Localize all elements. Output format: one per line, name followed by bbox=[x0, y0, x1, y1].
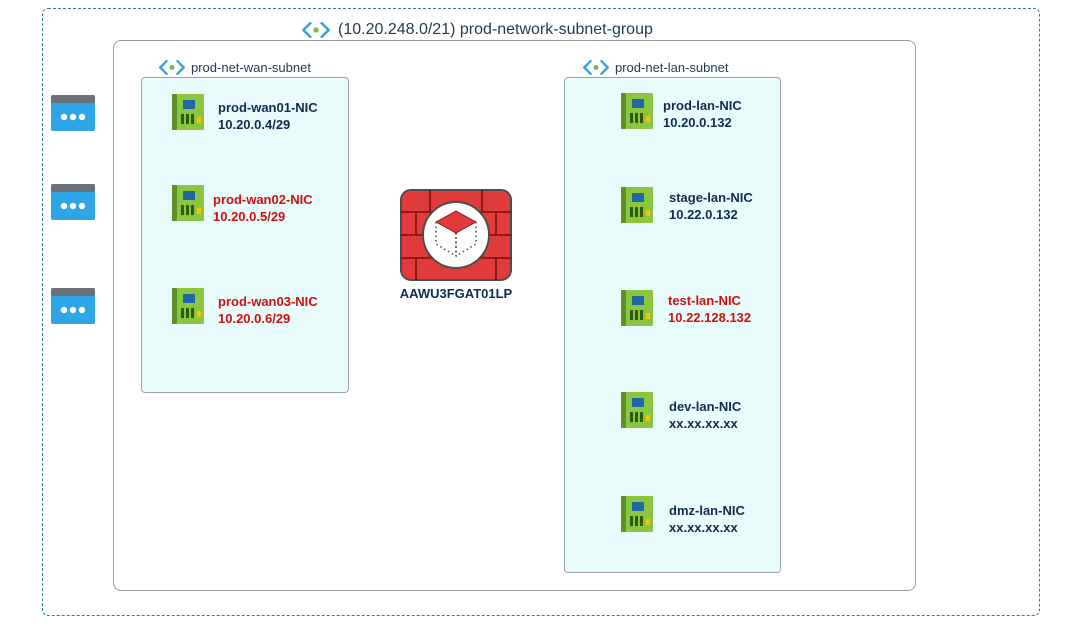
virtual-network-icon bbox=[302, 22, 330, 38]
subnet-icon bbox=[159, 60, 185, 75]
nic-ip: 10.22.0.132 bbox=[669, 207, 738, 222]
nic-icon bbox=[621, 392, 653, 428]
firewall-icon bbox=[400, 189, 512, 281]
nic-ip: xx.xx.xx.xx bbox=[669, 416, 738, 431]
nic-label-dev-lan: dev-lan-NIC xx.xx.xx.xx bbox=[669, 398, 741, 432]
nic-ip: xx.xx.xx.xx bbox=[669, 520, 738, 535]
nic-label-stage-lan: stage-lan-NIC 10.22.0.132 bbox=[669, 189, 753, 223]
nic-ip: 10.20.0.4/29 bbox=[218, 117, 291, 132]
nic-label-test-lan: test-lan-NIC 10.22.128.132 bbox=[668, 292, 751, 326]
nic-label-prod-lan: prod-lan-NIC 10.20.0.132 bbox=[663, 97, 742, 131]
nic-name: dev-lan-NIC bbox=[669, 399, 742, 414]
nic-ip: 10.20.0.132 bbox=[663, 115, 732, 130]
nic-label-prod-wan02: prod-wan02-NIC 10.20.0.5/29 bbox=[213, 191, 313, 225]
nic-name: dmz-lan-NIC bbox=[669, 503, 745, 518]
nic-icon bbox=[621, 496, 653, 532]
virtual-machine-icon bbox=[51, 184, 95, 220]
nic-ip: 10.20.0.5/29 bbox=[213, 209, 286, 224]
nic-label-prod-wan03: prod-wan03-NIC 10.20.0.6/29 bbox=[218, 293, 318, 327]
nic-ip: 10.22.128.132 bbox=[668, 310, 752, 325]
nic-icon bbox=[621, 290, 653, 326]
nic-label-prod-wan01: prod-wan01-NIC 10.20.0.4/29 bbox=[218, 99, 318, 133]
virtual-network-boundary bbox=[42, 8, 1040, 616]
virtual-machine-icon bbox=[51, 288, 95, 324]
nic-icon bbox=[172, 94, 204, 130]
vnet-title: (10.20.248.0/21) prod-network-subnet-gro… bbox=[302, 21, 653, 39]
nic-name: prod-wan03-NIC bbox=[218, 294, 318, 309]
nic-label-dmz-lan: dmz-lan-NIC xx.xx.xx.xx bbox=[669, 502, 745, 536]
vnet-title-text: (10.20.248.0/21) prod-network-subnet-gro… bbox=[338, 21, 653, 38]
wan-subnet-label: prod-net-wan-subnet bbox=[159, 60, 311, 75]
nic-name: stage-lan-NIC bbox=[669, 190, 753, 205]
nic-icon bbox=[621, 93, 653, 129]
firewall-label: AAWU3FGAT01LP bbox=[399, 286, 513, 301]
wan-subnet-label-text: prod-net-wan-subnet bbox=[191, 60, 311, 75]
nic-name: prod-wan02-NIC bbox=[213, 192, 313, 207]
lan-subnet-label-text: prod-net-lan-subnet bbox=[615, 60, 729, 75]
nic-icon bbox=[621, 187, 653, 223]
nic-name: prod-lan-NIC bbox=[663, 98, 742, 113]
lan-subnet-label: prod-net-lan-subnet bbox=[583, 60, 728, 75]
subnet-icon bbox=[583, 60, 609, 75]
nic-icon bbox=[172, 288, 204, 324]
nic-name: test-lan-NIC bbox=[668, 293, 741, 308]
virtual-machine-icon bbox=[51, 95, 95, 131]
nic-name: prod-wan01-NIC bbox=[218, 100, 318, 115]
nic-ip: 10.20.0.6/29 bbox=[218, 311, 291, 326]
lan-subnet bbox=[564, 77, 781, 573]
nic-icon bbox=[172, 185, 204, 221]
